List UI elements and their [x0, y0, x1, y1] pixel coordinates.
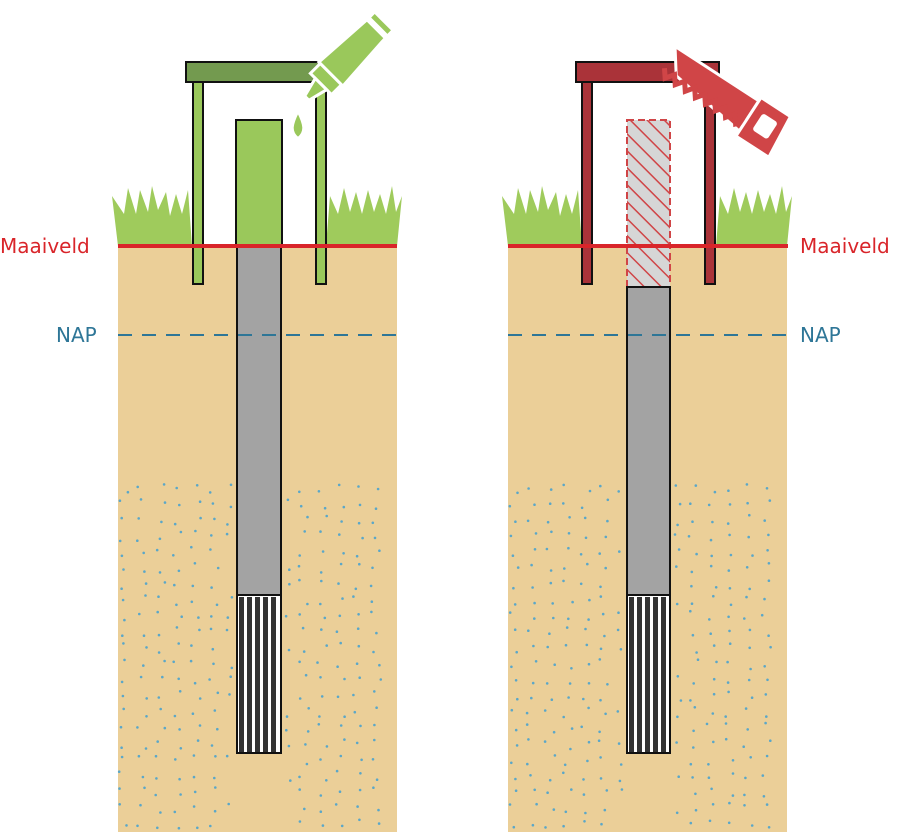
left-pipe-top-green	[235, 119, 283, 248]
saw-icon	[661, 43, 793, 160]
right-aquifer-dots	[508, 483, 772, 829]
left-well-panel	[112, 9, 402, 832]
left-cap-roof	[185, 61, 330, 83]
right-pipe-removed-part	[626, 119, 671, 288]
right-pipe-casing	[626, 286, 671, 596]
left-pipe-casing	[236, 246, 282, 596]
left-cap-leg-right	[315, 81, 327, 285]
glue-tube-icon	[291, 9, 396, 140]
nap-label-right: NAP	[800, 323, 841, 347]
ground-level-label-left: Maaiveld	[0, 234, 90, 258]
left-grass-left	[112, 186, 192, 246]
right-grass-right	[716, 186, 792, 246]
nap-label-left: NAP	[56, 323, 97, 347]
left-grass-right	[326, 186, 402, 246]
left-well-screen	[236, 594, 282, 754]
left-aquifer-dots	[117, 483, 383, 830]
right-well-panel	[502, 43, 793, 832]
right-well-screen	[626, 594, 671, 754]
right-cap-leg-left	[581, 81, 593, 285]
right-grass-left	[502, 186, 582, 246]
ground-level-label-right: Maaiveld	[800, 234, 890, 258]
left-cap-leg-left	[192, 81, 204, 285]
